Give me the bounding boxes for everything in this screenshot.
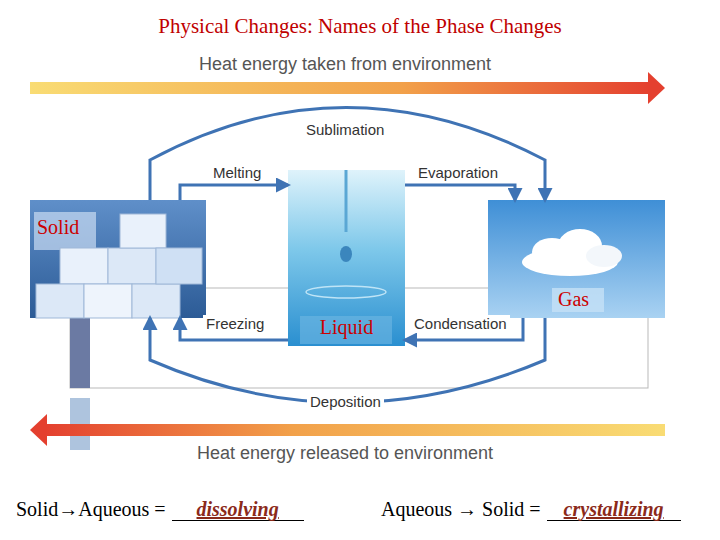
change-name: Condensation [411, 315, 510, 333]
change-name: Melting [210, 164, 264, 182]
fill-in-line: Solid→Aqueous = dissolving [16, 498, 304, 521]
heat-arrow [30, 82, 650, 94]
answer-text: crystallizing [564, 498, 664, 520]
phase-name: Solid [37, 216, 79, 239]
phase-name: Liquid [288, 316, 405, 339]
cloud-picture [488, 200, 665, 318]
answer-text: dissolving [197, 498, 279, 520]
phase-name: Gas [558, 288, 589, 311]
prompt-text: Aqueous → Solid = [381, 498, 541, 520]
heat-note: Heat energy taken from environment [0, 54, 690, 75]
change-name: Evaporation [415, 164, 501, 182]
side-bar [70, 318, 90, 388]
answer-blank: dissolving [172, 498, 304, 521]
change-name: Sublimation [303, 121, 387, 139]
heat-note: Heat energy released to environment [0, 443, 690, 464]
phase-box: Gas [488, 200, 665, 318]
phase-change-arrow [405, 185, 515, 200]
phase-change-arrow [150, 108, 545, 201]
arrow-head [30, 414, 47, 446]
fill-in-line: Aqueous → Solid = crystallizing [381, 498, 681, 521]
answer-blank: crystallizing [547, 498, 681, 521]
ice-picture [30, 200, 206, 318]
phase-box: Solid [30, 200, 206, 318]
slide-title: Physical Changes: Names of the Phase Cha… [0, 14, 720, 39]
water-picture [288, 170, 405, 346]
heat-arrow [45, 424, 665, 436]
arrow-head [648, 72, 665, 104]
phase-box: Liquid [288, 170, 405, 346]
change-name: Deposition [307, 393, 384, 411]
change-name: Freezing [203, 315, 267, 333]
phase-change-arrow [180, 185, 288, 200]
prompt-text: Solid→Aqueous = [16, 498, 166, 520]
